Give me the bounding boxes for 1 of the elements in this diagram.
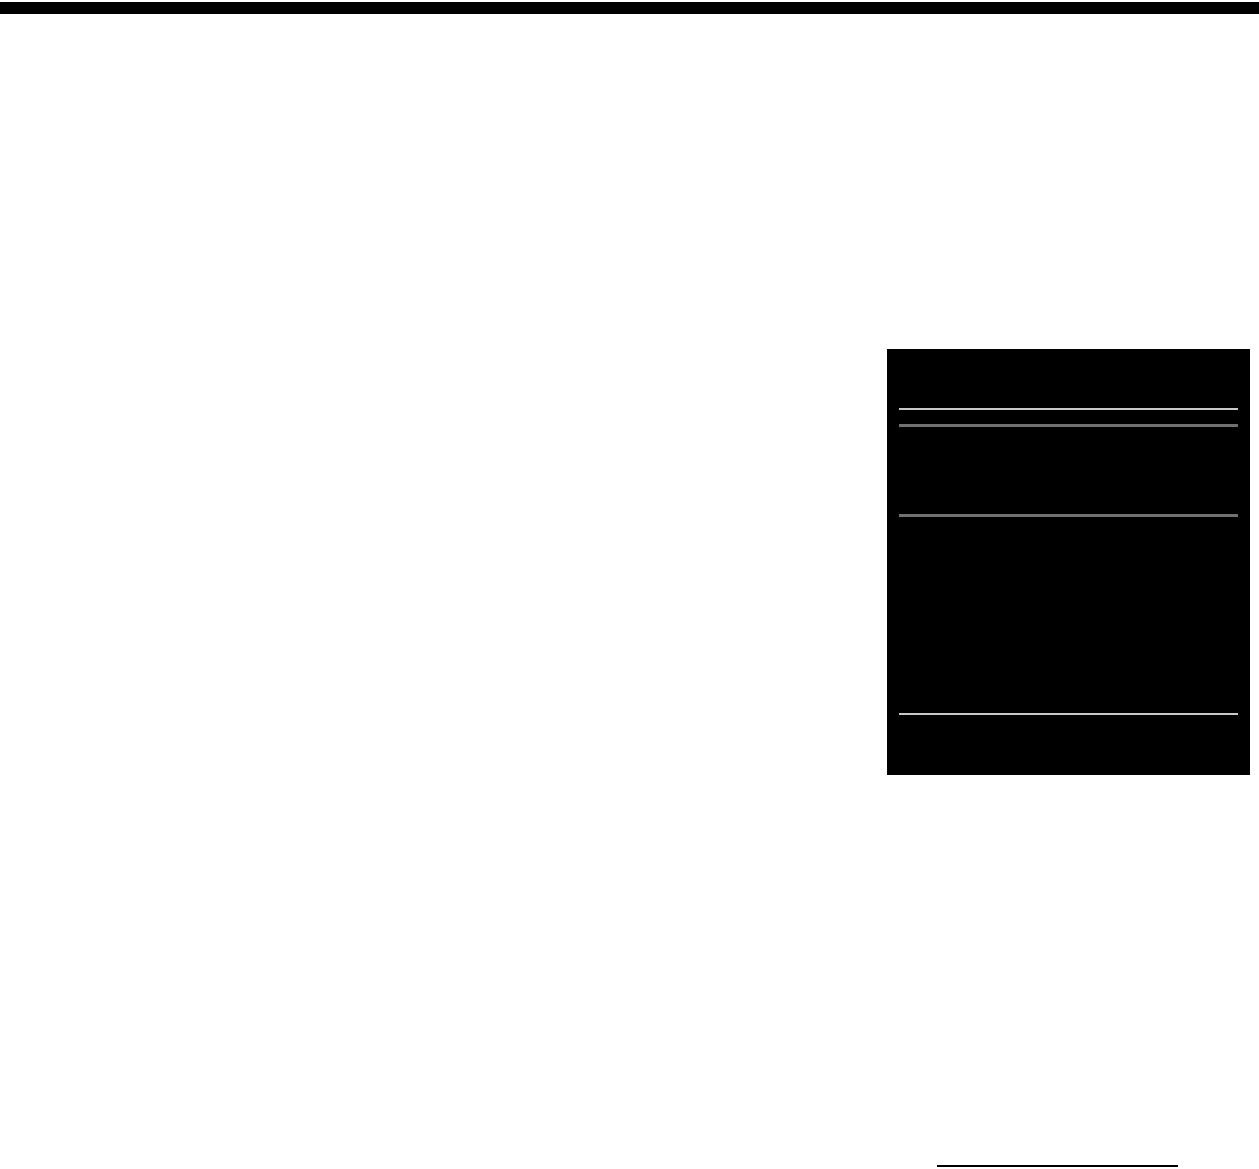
panel-box [887,349,1250,775]
